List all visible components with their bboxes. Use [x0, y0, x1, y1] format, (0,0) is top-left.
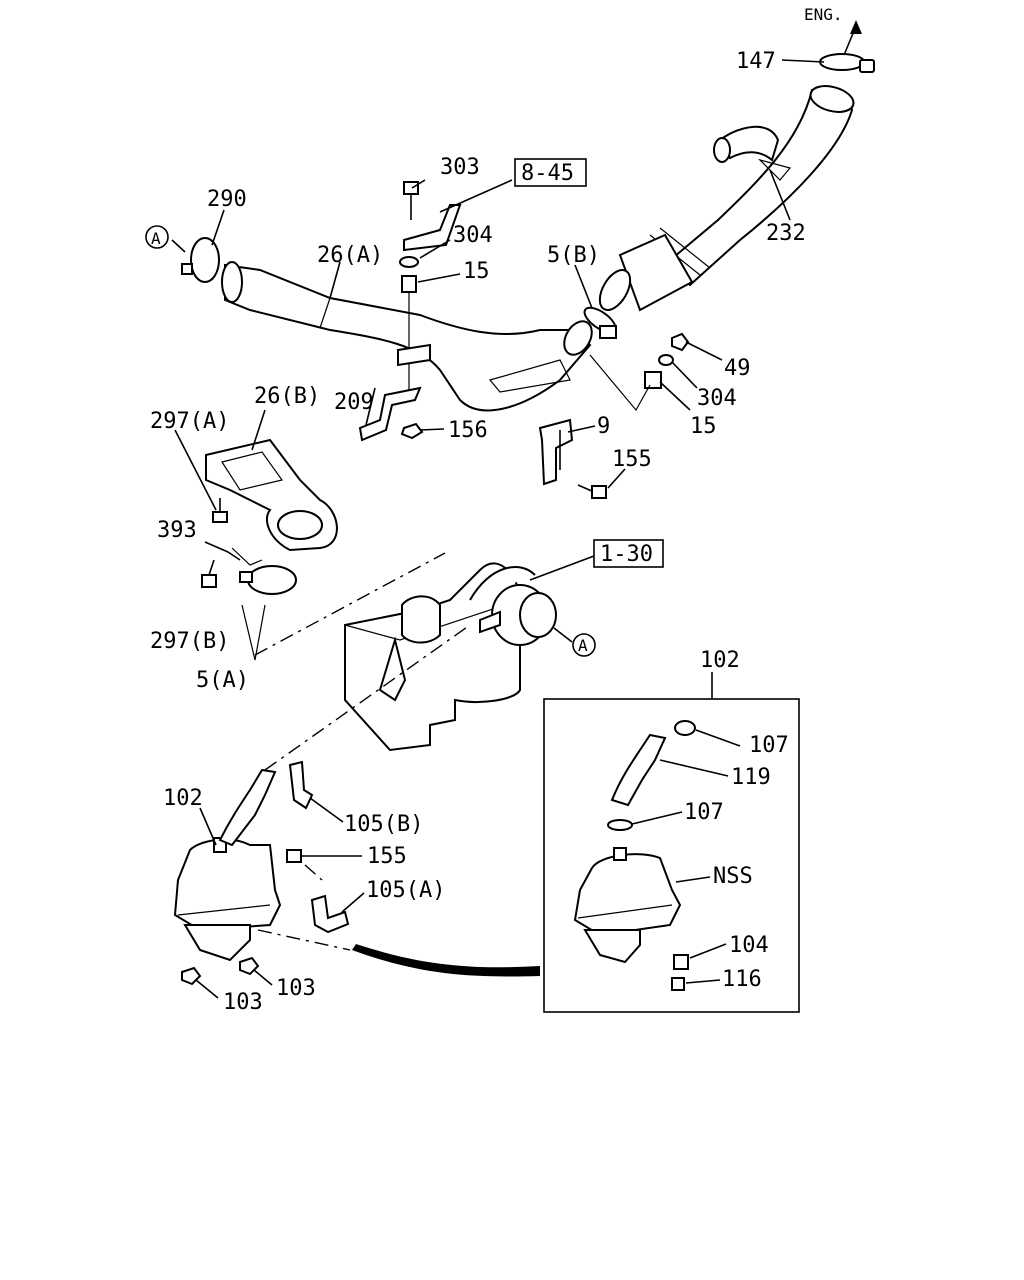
- hose-26A: [221, 261, 593, 412]
- label-circle-a-bottom: A: [578, 636, 588, 655]
- label-155-bottom: 155: [367, 844, 407, 869]
- detail-arrow: [352, 944, 540, 977]
- label-15-top: 15: [463, 259, 490, 284]
- hose-26B: [205, 438, 338, 552]
- clamp-5B: [583, 306, 617, 339]
- clamp-107-top: [674, 720, 696, 736]
- bracket-105B: [288, 760, 314, 810]
- cap-116: [671, 977, 685, 991]
- label-303: 303: [440, 155, 480, 180]
- rubber-15-top: [401, 275, 417, 293]
- label-105A: 105(A): [366, 878, 445, 903]
- nut-49: [671, 332, 690, 352]
- clamp-290: [181, 237, 220, 283]
- bracket-209: [358, 386, 422, 442]
- clamp-147: [819, 53, 875, 73]
- label-circle-a-top: A: [151, 229, 161, 248]
- label-49: 49: [724, 356, 751, 381]
- bracket-105A: [310, 894, 350, 934]
- label-102-box: 102: [700, 648, 740, 673]
- washer-304-top: [399, 256, 419, 268]
- hose-119-left: [218, 768, 277, 847]
- label-105B: 105(B): [344, 812, 423, 837]
- label-297B: 297(B): [150, 629, 229, 654]
- rubber-15-right: [644, 371, 662, 389]
- label-102-left: 102: [163, 786, 203, 811]
- label-26A: 26(A): [317, 243, 383, 268]
- label-290: 290: [207, 187, 247, 212]
- bolt-297B: [201, 559, 217, 588]
- ref-circle-a-top: [145, 225, 169, 249]
- clamp-107-bottom: [607, 819, 633, 831]
- label-119: 119: [731, 765, 771, 790]
- clamp-5A: [239, 565, 297, 595]
- duct-232: [598, 85, 855, 312]
- label-9: 9: [597, 414, 610, 439]
- label-1-30: 1-30: [600, 542, 653, 567]
- label-5B: 5(B): [547, 243, 600, 268]
- label-103-right: 103: [276, 976, 316, 1001]
- ref-box-8-45: [514, 158, 587, 187]
- mount-bolt-303: [403, 181, 419, 220]
- mount-bracket: [403, 204, 462, 252]
- label-304-top: 304: [453, 223, 493, 248]
- bolt-155-top: [577, 484, 607, 499]
- grommet-104: [673, 954, 689, 970]
- label-147: 147: [736, 49, 776, 74]
- ref-circle-a-bottom: [572, 633, 596, 657]
- label-393: 393: [157, 518, 197, 543]
- bolt-155-bottom: [286, 849, 318, 863]
- label-15-right: 15: [690, 414, 717, 439]
- label-156: 156: [448, 418, 488, 443]
- label-8-45: 8-45: [521, 161, 574, 186]
- label-232: 232: [766, 221, 806, 246]
- label-297A: 297(A): [150, 409, 229, 434]
- washer-304-right: [658, 354, 674, 366]
- reservoir-102: [173, 837, 282, 962]
- label-116: 116: [722, 967, 762, 992]
- ref-box-1-30: [593, 539, 664, 568]
- label-NSS: NSS: [713, 864, 753, 889]
- reservoir-NSS: [573, 847, 682, 964]
- label-107-bottom: 107: [684, 800, 724, 825]
- label-155-top: 155: [612, 447, 652, 472]
- bolt-297A: [212, 498, 228, 523]
- label-103-left: 103: [223, 990, 263, 1015]
- mount-plate: [397, 343, 431, 367]
- hose-119-detail: [610, 733, 667, 807]
- label-107-top: 107: [749, 733, 789, 758]
- label-26B: 26(B): [254, 384, 320, 409]
- pin-393: [227, 551, 241, 561]
- nut-156: [400, 422, 424, 440]
- air-cleaner-1-30: [344, 562, 557, 752]
- engine-direction-label: ENG.: [804, 5, 843, 24]
- label-209: 209: [334, 390, 374, 415]
- detail-box-102: [543, 698, 800, 1013]
- label-304-right: 304: [697, 386, 737, 411]
- label-104: 104: [729, 933, 769, 958]
- bracket-9: [538, 418, 574, 486]
- label-5A: 5(A): [196, 668, 249, 693]
- leader-lines: [171, 59, 825, 999]
